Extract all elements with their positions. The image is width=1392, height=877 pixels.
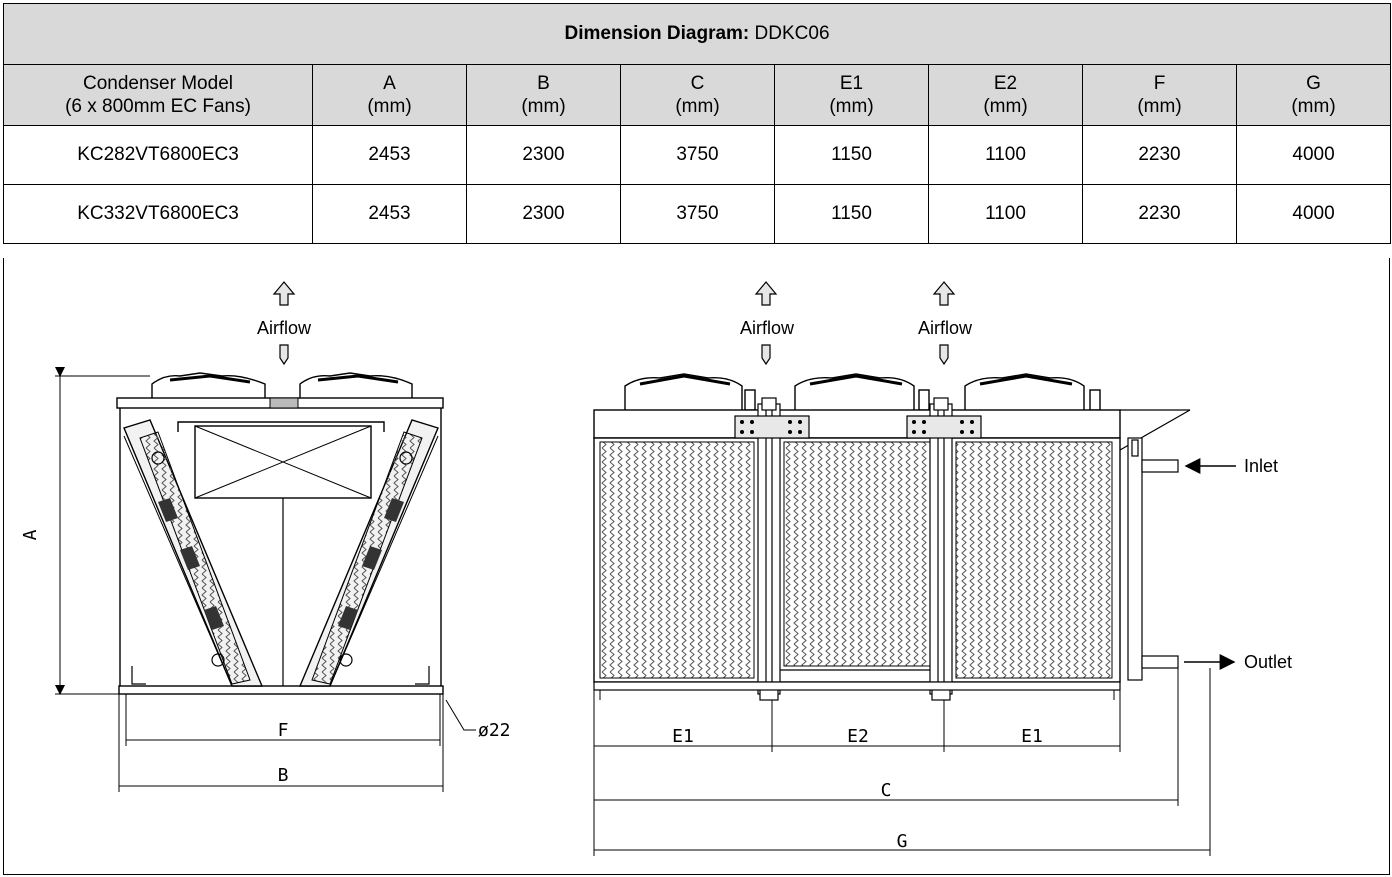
base-rail [118,685,444,695]
coil-left [123,419,264,687]
outlet-label: Outlet [1244,652,1292,672]
diagram-panel [3,258,1390,875]
header-pipe [1119,409,1191,681]
table-cell: 1100 [928,125,1083,185]
bolt-plate [734,415,810,439]
fan-icon [299,372,413,398]
dimension-a [55,367,150,695]
side-view: Airflow [20,281,511,792]
column-header: F(mm) [1082,64,1237,126]
dim-c-label: C [881,780,892,801]
support-post [929,397,953,701]
airflow-label: Airflow [918,318,973,338]
dimension-b [118,694,444,792]
table-title: Dimension Diagram: DDKC06 [2,3,1392,65]
table-cell: 2453 [312,125,467,185]
dimension-f [125,694,441,746]
dim-g-label: G [897,831,908,852]
table-cell: 4000 [1235,125,1392,185]
airflow-arrow-icon [932,281,956,366]
inlet-label: Inlet [1244,456,1278,476]
coil-right [298,419,439,687]
dimension-table: Dimension Diagram: DDKC06 Condenser Mode… [2,3,1392,244]
dim-a-label: A [20,529,41,540]
table-cell: 3750 [620,125,775,185]
column-header: A(mm) [312,64,467,126]
model-cell: KC332VT6800EC3 [3,184,313,244]
table-row: KC332VT6800EC3 2453 2300 3750 1150 1100 … [3,184,1392,244]
header-row: Condenser Model(6 x 800mm EC Fans) A(mm)… [3,64,1392,126]
column-header: E1(mm) [774,64,929,126]
front-top-rail [593,409,1121,439]
bolt-plate [906,415,982,439]
front-view: Airflow Airflow [593,281,1292,856]
dim-b-label: B [278,765,289,786]
fan-icon [964,373,1101,411]
table-cell: 2230 [1082,184,1237,244]
hole-diameter-label: ø22 [478,720,511,741]
table-cell: 2453 [312,184,467,244]
dimension-e [593,690,1121,856]
top-clamp [269,397,299,409]
title-label: Dimension Diagram: [564,23,750,44]
airflow-arrow-icon [754,281,778,366]
front-base [593,681,1121,691]
dimension-c [594,668,1179,806]
table-cell: 2300 [466,184,621,244]
column-header: C(mm) [620,64,775,126]
column-header: E2(mm) [928,64,1083,126]
airflow-label: Airflow [257,318,312,338]
airflow-label: Airflow [740,318,795,338]
column-header: Condenser Model(6 x 800mm EC Fans) [3,64,313,126]
dimension-g [594,668,1211,856]
table-cell: 1100 [928,184,1083,244]
airflow-arrow-icon [272,281,296,366]
column-header: B(mm) [466,64,621,126]
table-cell: 2300 [466,125,621,185]
title-model: DDKC06 [754,23,830,44]
dim-e2-label: E2 [847,726,869,747]
fan-icon [794,373,930,411]
dim-e1-label: E1 [672,726,694,747]
dim-e1-label: E1 [1021,726,1043,747]
model-cell: KC282VT6800EC3 [3,125,313,185]
fan-icon [624,373,756,411]
fan-icon [151,372,266,398]
table-cell: 3750 [620,184,775,244]
table-cell: 1150 [774,184,929,244]
table-cell: 4000 [1235,184,1392,244]
dim-f-label: F [278,720,289,741]
support-post [757,397,781,701]
column-header: G(mm) [1235,64,1392,126]
